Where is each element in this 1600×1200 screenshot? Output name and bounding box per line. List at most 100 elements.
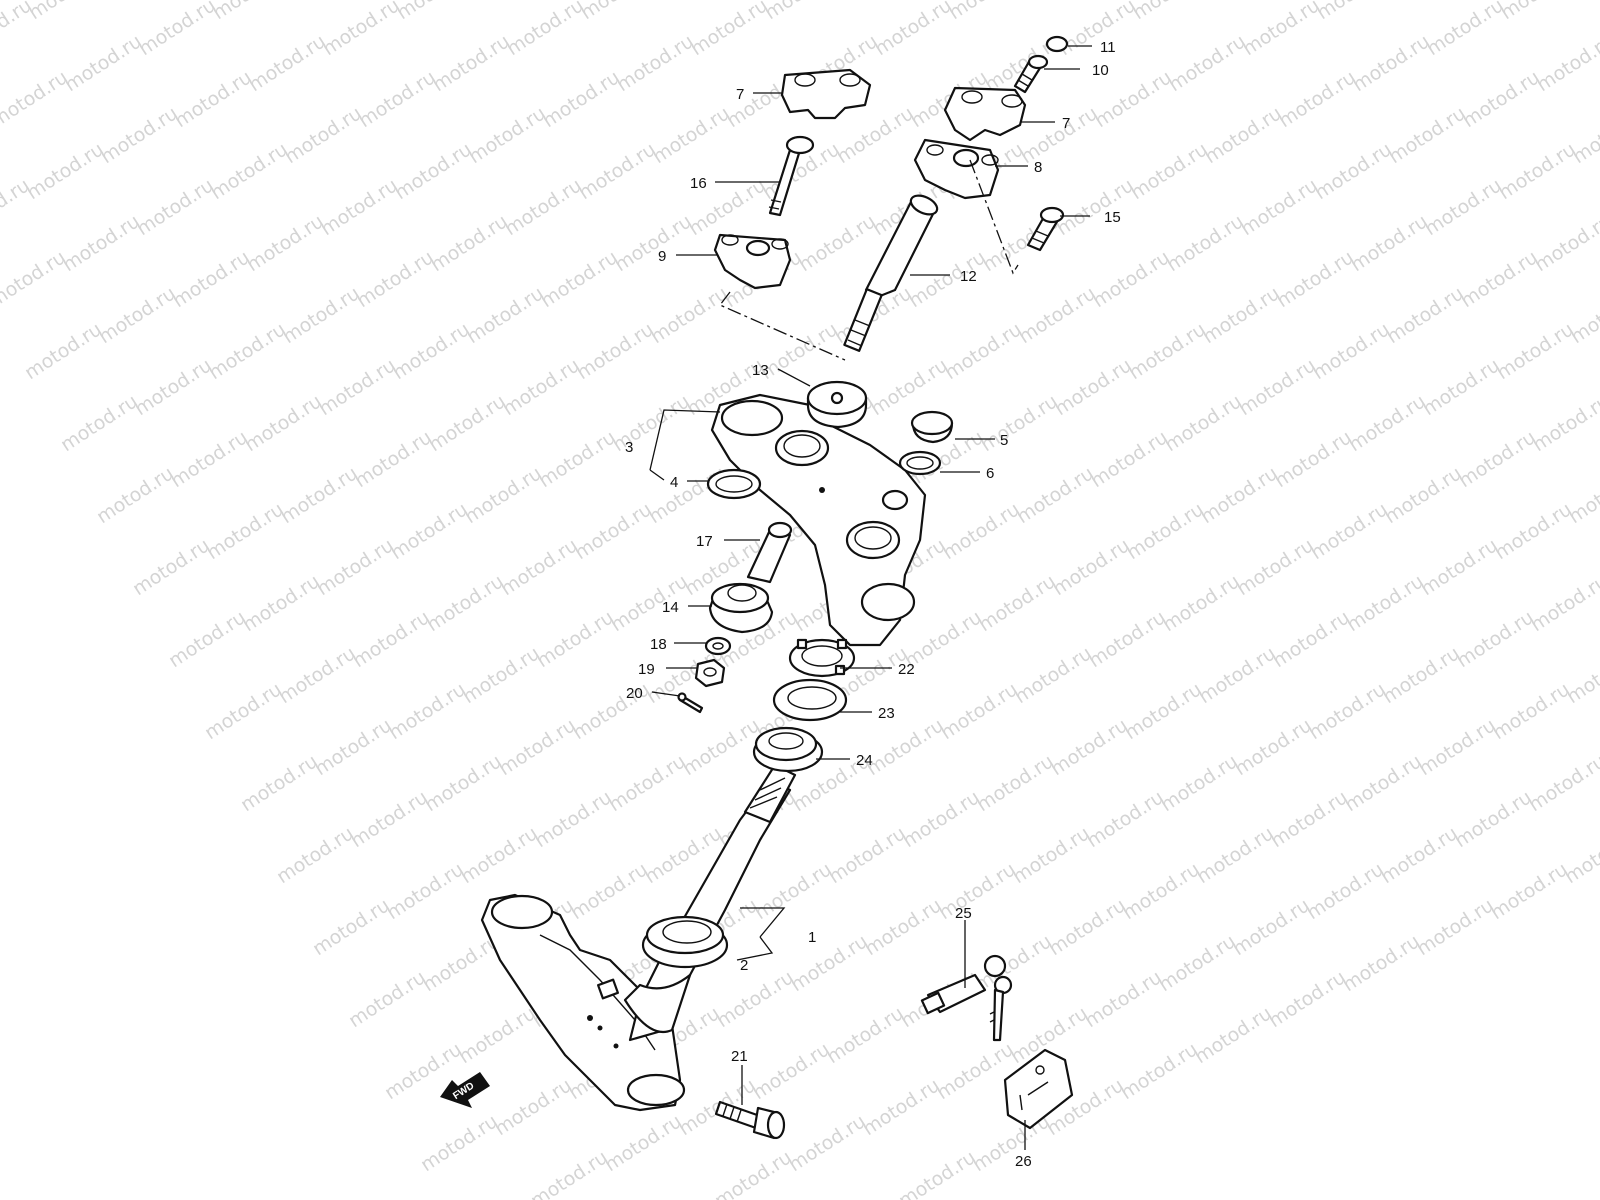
callout-1: 1: [808, 929, 816, 946]
watermark-text: motod.ru: [1529, 390, 1600, 456]
collar-17-part: [746, 521, 793, 584]
watermark-text: motod.ru: [861, 894, 946, 960]
watermark-text: motod.ru: [311, 714, 396, 780]
watermark-text: motod.ru: [1125, 318, 1210, 384]
watermark-text: motod.ru: [347, 786, 432, 852]
watermark-text: motod.ru: [201, 678, 286, 744]
watermark-text: motod.ru: [1493, 318, 1578, 384]
watermark-text: motod.ru: [1385, 102, 1470, 168]
watermark-text: motod.ru: [575, 138, 660, 204]
watermark-text: motod.ru: [133, 174, 218, 240]
watermark-text: motod.ru: [1383, 282, 1468, 348]
watermark-text: motod.ru: [0, 66, 72, 132]
watermark-text: motod.ru: [1339, 930, 1424, 996]
watermark-text: motod.ru: [863, 714, 948, 780]
watermark-text: motod.ru: [23, 138, 108, 204]
watermark-text: motod.ru: [1191, 1002, 1276, 1068]
callout-4: 4: [670, 474, 678, 491]
callout-25: 25: [955, 905, 972, 922]
watermark-text: motod.ru: [1313, 0, 1398, 24]
watermark-text: motod.ru: [277, 462, 362, 528]
watermark-text: motod.ru: [389, 318, 474, 384]
watermark-text: motod.ru: [1345, 390, 1430, 456]
watermark-text: motod.ru: [1195, 642, 1280, 708]
callout-19: 19: [638, 661, 655, 678]
callout-2: 2: [740, 957, 748, 974]
watermark-text: motod.ru: [609, 390, 694, 456]
callout-16: 16: [690, 175, 707, 192]
washer-18-part: [704, 636, 732, 656]
watermark-text: motod.ru: [1009, 822, 1094, 888]
callout-26: 26: [1015, 1153, 1032, 1170]
watermark-text: motod.ru: [1273, 246, 1358, 312]
watermark-text: motod.ru: [1267, 786, 1352, 852]
callout-10: 10: [1092, 62, 1109, 79]
watermark-text: motod.ru: [1265, 966, 1350, 1032]
watermark-text: motod.ru: [385, 678, 470, 744]
watermark-text: motod.ru: [1121, 678, 1206, 744]
damper-14-part: [708, 582, 774, 634]
watermark-text: motod.ru: [867, 354, 952, 420]
alignment-lines: [649, 159, 1019, 961]
watermark-text: motod.ru: [607, 570, 692, 636]
watermark-text: motod.ru: [1565, 462, 1600, 528]
watermark-text: motod.ru: [751, 858, 836, 924]
watermark-text: motod.ru: [823, 1002, 908, 1068]
watermark-text: motod.ru: [1303, 858, 1388, 924]
callout-11: 11: [1100, 39, 1116, 56]
callout-13: 13: [752, 362, 769, 379]
callouts: 11 10 7 7 8 16 15 9 12 13 5 3 6 4 17 14 …: [625, 39, 1121, 1170]
watermark-text: motod.ru: [1239, 0, 1324, 60]
watermark-text: motod.ru: [571, 498, 656, 564]
watermark-text: motod.ru: [941, 318, 1026, 384]
watermark-text: motod.ru: [129, 534, 214, 600]
watermark-text: motod.ru: [935, 858, 1020, 924]
callout-18: 18: [650, 636, 667, 653]
watermark-text: motod.ru: [1459, 66, 1544, 132]
watermark-text: motod.ru: [833, 102, 918, 168]
watermark-text: motod.ru: [1423, 0, 1508, 60]
watermark-text: motod.ru: [1495, 138, 1580, 204]
watermark-text: motod.ru: [459, 642, 544, 708]
watermark-text: motod.ru: [567, 858, 652, 924]
watermark-text: motod.ru: [613, 30, 698, 96]
watermark-text: motod.ru: [1231, 714, 1316, 780]
watermark-text: motod.ru: [1419, 354, 1504, 420]
watermark-text: motod.ru: [281, 102, 366, 168]
watermark-text: motod.ru: [1531, 210, 1600, 276]
watermark-text: motod.ru: [1377, 822, 1462, 888]
watermark-text: motod.ru: [243, 210, 328, 276]
watermark-text: motod.ru: [939, 498, 1024, 564]
watermark-text: motod.ru: [1561, 822, 1600, 888]
watermark-text: motod.ru: [317, 174, 402, 240]
watermark-text: motod.ru: [1047, 714, 1132, 780]
watermark-text: motod.ru: [795, 210, 880, 276]
watermark-text: motod.ru: [239, 570, 324, 636]
watermark-text: motod.ru: [533, 606, 618, 672]
watermark-text: motod.ru: [977, 390, 1062, 456]
watermark-text: motod.ru: [457, 822, 542, 888]
bolt-21-part: [714, 1100, 786, 1140]
watermark-text: motod.ru: [1165, 30, 1250, 96]
watermark-text: motod.ru: [165, 606, 250, 672]
dust-seal-part: [772, 678, 848, 722]
leader-lines: [651, 45, 1092, 1150]
watermark-text: motod.ru: [1089, 246, 1174, 312]
watermark-text: motod.ru: [421, 750, 506, 816]
watermark-text: motod.ru: [1233, 534, 1318, 600]
watermark-text: motod.ru: [57, 390, 142, 456]
watermark-text: motod.ru: [1413, 894, 1498, 960]
watermark-text: motod.ru: [355, 66, 440, 132]
watermark-text: motod.ru: [0, 246, 70, 312]
watermark-text: motod.ru: [1451, 786, 1536, 852]
callout-20: 20: [626, 685, 643, 702]
callout-23: 23: [878, 705, 895, 722]
watermark-text: motod.ru: [1349, 30, 1434, 96]
watermark-text: motod.ru: [351, 426, 436, 492]
watermark-text: motod.ru: [423, 570, 508, 636]
watermark-text: motod.ru: [209, 0, 294, 24]
washer-11-part: [1045, 35, 1069, 53]
watermark-text: motod.ru: [895, 1146, 980, 1200]
watermark-text: motod.ru: [387, 498, 472, 564]
